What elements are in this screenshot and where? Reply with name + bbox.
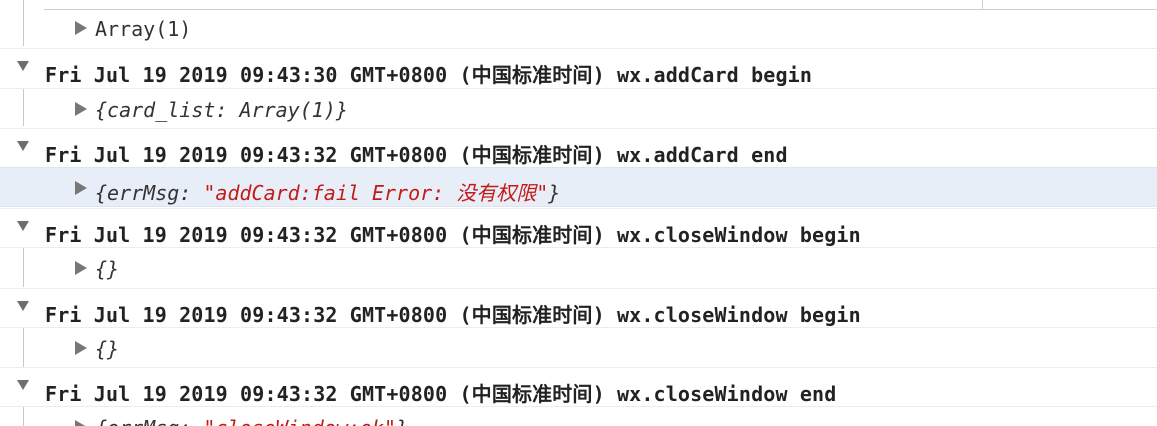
expand-triangle-icon[interactable]	[75, 341, 87, 355]
collapse-triangle-icon[interactable]	[17, 301, 29, 311]
expand-triangle-icon[interactable]	[75, 102, 87, 116]
console-object-preview[interactable]: {errMsg: "closeWindow:ok"}	[95, 416, 408, 426]
console-object-preview[interactable]: Array(1)	[95, 17, 192, 41]
expand-triangle-icon[interactable]	[75, 21, 87, 35]
object-close-brace: }	[396, 416, 408, 426]
console-group-header[interactable]: Fri Jul 19 2019 09:43:32 GMT+0800 (中国标准时…	[0, 128, 1157, 168]
object-close-brace: }	[548, 181, 561, 205]
error-string-value: "addCard:fail Error: 没有权限"	[203, 181, 549, 205]
expand-triangle-icon[interactable]	[75, 181, 87, 195]
console-log-message: Fri Jul 19 2019 09:43:32 GMT+0800 (中国标准时…	[45, 303, 861, 327]
collapse-triangle-icon[interactable]	[17, 61, 29, 71]
console-child-row[interactable]: {}	[0, 247, 1157, 287]
group-indent-line	[23, 247, 24, 287]
console-log-message: Fri Jul 19 2019 09:43:30 GMT+0800 (中国标准时…	[45, 63, 813, 87]
group-indent-line	[23, 327, 24, 367]
table-bottom-border	[44, 0, 1157, 10]
string-value: "closeWindow:ok"	[203, 416, 396, 426]
console-child-row[interactable]: {errMsg: "closeWindow:ok"}	[0, 406, 1157, 426]
group-indent-line	[23, 0, 24, 46]
console-log-message: Fri Jul 19 2019 09:43:32 GMT+0800 (中国标准时…	[45, 143, 788, 167]
console-object-preview[interactable]: {errMsg: "addCard:fail Error: 没有权限"}	[95, 177, 560, 206]
table-column-divider	[982, 0, 983, 10]
collapse-triangle-icon[interactable]	[17, 221, 29, 231]
collapse-triangle-icon[interactable]	[17, 141, 29, 151]
console-child-row[interactable]: Array(1)	[0, 8, 1157, 48]
console-child-row-highlighted[interactable]: {errMsg: "addCard:fail Error: 没有权限"}	[0, 167, 1157, 207]
console-object-preview[interactable]: {card_list: Array(1)}	[95, 98, 348, 122]
console-group-header[interactable]: Fri Jul 19 2019 09:43:32 GMT+0800 (中国标准时…	[0, 367, 1157, 407]
expand-triangle-icon[interactable]	[75, 420, 87, 426]
console-log-message: Fri Jul 19 2019 09:43:32 GMT+0800 (中国标准时…	[45, 382, 837, 406]
console-object-preview[interactable]: {}	[95, 337, 120, 361]
console-group-header[interactable]: Fri Jul 19 2019 09:43:32 GMT+0800 (中国标准时…	[0, 288, 1157, 328]
console-group-header[interactable]: Fri Jul 19 2019 09:43:30 GMT+0800 (中国标准时…	[0, 48, 1157, 88]
console-child-row[interactable]: {}	[0, 327, 1157, 367]
console-log-message: Fri Jul 19 2019 09:43:32 GMT+0800 (中国标准时…	[45, 223, 861, 247]
console-group-header[interactable]: Fri Jul 19 2019 09:43:32 GMT+0800 (中国标准时…	[0, 208, 1157, 248]
object-key: {errMsg:	[95, 181, 204, 205]
collapse-triangle-icon[interactable]	[17, 380, 29, 390]
group-indent-line	[23, 406, 24, 426]
console-object-preview[interactable]: {}	[95, 257, 120, 281]
console-child-row[interactable]: {card_list: Array(1)}	[0, 88, 1157, 128]
expand-triangle-icon[interactable]	[75, 261, 87, 275]
object-key: {errMsg:	[95, 416, 203, 426]
group-indent-line	[23, 88, 24, 126]
